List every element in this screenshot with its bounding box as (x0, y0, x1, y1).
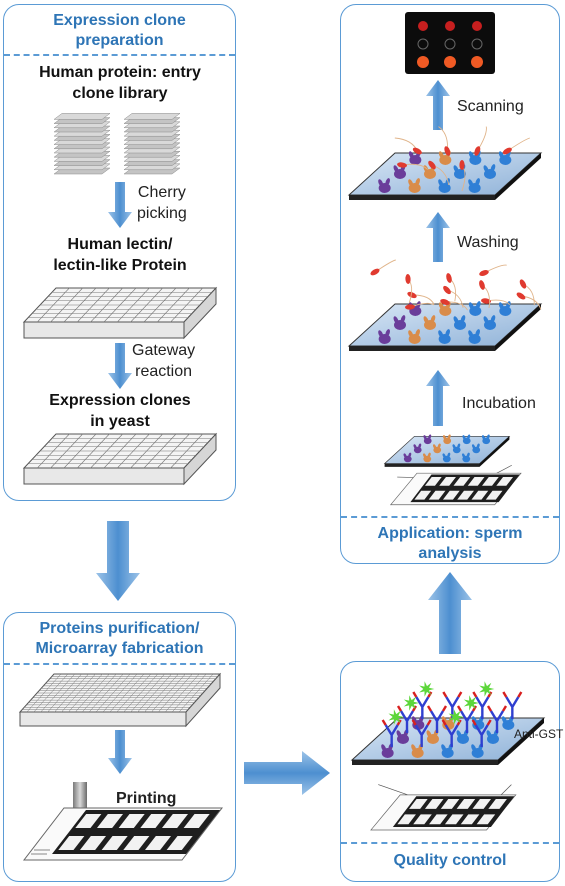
entry-clone-library-icon (53, 113, 181, 175)
right-arrow-icon (244, 751, 330, 795)
step-line-1: Expression clones (49, 392, 191, 409)
step-line-2: clone library (72, 85, 168, 102)
down-arrow-icon (108, 730, 132, 774)
incubation-label: Incubation (462, 393, 536, 414)
quality-control-panel: Quality control (340, 661, 560, 882)
title-divider (341, 842, 559, 844)
step-line-1: Human lectin/ (67, 236, 173, 253)
scanning-text: Scanning (457, 98, 524, 115)
microarray-slide-icon (22, 807, 224, 861)
plate-96-icon (22, 286, 218, 340)
down-arrow-icon (96, 521, 140, 601)
down-arrow-icon (108, 182, 132, 228)
arrow-label-line-1: Gateway (132, 342, 196, 359)
anti-gst-text: Anti-GST (514, 727, 564, 741)
microarray-slide-icon (370, 784, 517, 831)
scanning-label: Scanning (457, 96, 524, 117)
title-line-2: preparation (75, 32, 164, 49)
step-line-2: lectin-like Protein (53, 257, 187, 274)
step-line-1: Human protein: entry (39, 64, 201, 81)
arrow-label-line-1: Cherry (137, 184, 186, 201)
incubation-text: Incubation (462, 395, 536, 412)
title-divider (341, 516, 559, 518)
title-text: Quality control (393, 852, 507, 869)
panel-title: Application: sperm analysis (341, 524, 559, 564)
sperm-binding-icon (347, 259, 543, 351)
sperm-binding-icon (383, 434, 511, 467)
step-expression-clones: Expression clones in yeast (14, 390, 226, 432)
anti-gst-antibody-icon (350, 681, 546, 765)
printing-text: Printing (116, 790, 177, 807)
up-arrow-icon (426, 212, 450, 262)
step-human-lectin: Human lectin/ lectin-like Protein (14, 234, 226, 276)
expression-clone-panel: Expression clone preparation (3, 4, 236, 501)
panel-title: Expression clone preparation (4, 11, 235, 51)
cherry-picking-label: Cherry picking (137, 182, 187, 224)
panel-title: Proteins purification/ Microarray fabric… (4, 619, 235, 659)
panel-title: Quality control (341, 851, 559, 871)
title-line-2: analysis (418, 545, 482, 562)
printing-label: Printing (116, 788, 176, 809)
title-line-2: Microarray fabrication (35, 640, 204, 657)
title-line-1: Expression clone (53, 12, 186, 29)
up-arrow-icon (426, 370, 450, 426)
washing-label: Washing (457, 232, 519, 253)
down-arrow-icon (108, 343, 132, 389)
up-arrow-icon (426, 80, 450, 130)
step-entry-clone-library: Human protein: entry clone library (14, 62, 226, 104)
step-line-2: in yeast (90, 413, 150, 430)
gateway-reaction-label: Gateway reaction (132, 340, 195, 382)
arrow-label-line-2: picking (137, 205, 187, 222)
arrow-label-line-2: reaction (135, 363, 193, 380)
washing-text: Washing (457, 234, 519, 251)
plate-384-icon (18, 672, 222, 728)
up-arrow-icon (428, 572, 472, 654)
sperm-binding-icon (347, 126, 543, 200)
anti-gst-label: Anti-GST (514, 724, 563, 745)
scan-result-icon (405, 12, 495, 74)
plate-96-icon (22, 432, 218, 486)
title-line-1: Application: sperm (377, 525, 523, 542)
microarray-slide-icon (389, 464, 522, 506)
title-divider (4, 54, 235, 56)
title-divider (4, 663, 235, 665)
title-line-1: Proteins purification/ (39, 620, 200, 637)
